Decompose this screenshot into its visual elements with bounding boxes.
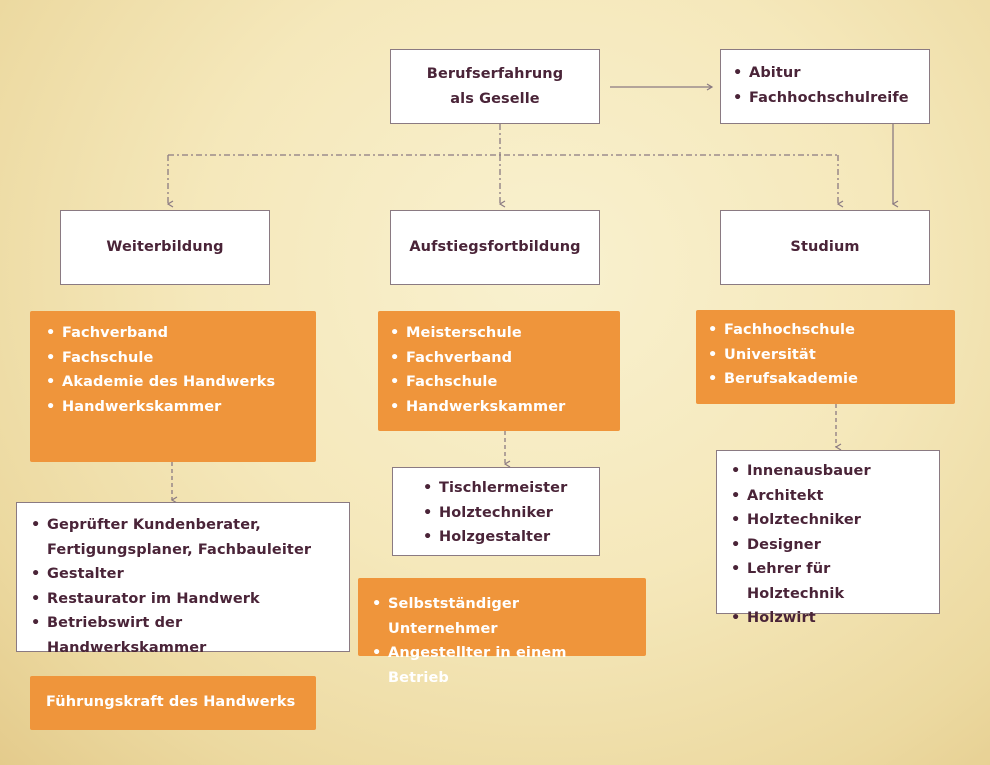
header-label: Aufstiegsfortbildung (409, 239, 581, 256)
header-label: Studium (790, 239, 860, 256)
outcome-item: Restaurator im Handwerk (31, 587, 335, 612)
institution-item: Fachhochschule (708, 318, 943, 343)
institution-item: Fachschule (390, 370, 608, 395)
qualifications-box: Abitur Fachhochschulreife (720, 49, 930, 124)
outcome-item: Architekt (731, 484, 927, 509)
outcome-item: Innenausbauer (731, 459, 927, 484)
institutions-aufstieg: Meisterschule Fachverband Fachschule Han… (378, 311, 620, 431)
outcome-item: Betriebswirt der Handwerkskammer (31, 611, 335, 660)
experience-line-1: Berufserfahrung (426, 66, 564, 82)
career-item: Angestellter in einem Betrieb (372, 641, 632, 690)
career-item: Selbstständiger Unternehmer (372, 592, 632, 641)
outcome-item: Tischlermeister (423, 476, 587, 501)
header-studium: Studium (720, 210, 930, 285)
outcome-item: Holztechniker (731, 508, 927, 533)
outcome-item: Holzgestalter (423, 525, 587, 550)
institutions-studium: Fachhochschule Universität Berufsakademi… (696, 310, 955, 404)
header-weiterbildung: Weiterbildung (60, 210, 270, 285)
header-aufstiegsfortbildung: Aufstiegsfortbildung (390, 210, 600, 285)
institution-item: Fachverband (46, 321, 300, 346)
institution-item: Fachschule (46, 346, 300, 371)
qualification-item: Fachhochschulreife (733, 86, 917, 111)
outcomes-weiterbildung: Geprüfter Kundenberater, Fertigungsplane… (16, 502, 350, 656)
institution-item: Universität (708, 343, 943, 368)
qualification-item: Abitur (733, 61, 917, 86)
institution-item: Handwerkskammer (390, 395, 608, 420)
outcomes-aufstieg: Tischlermeister Holztechniker Holzgestal… (392, 467, 600, 556)
outcomes-studium: Innenausbauer Architekt Holztechniker De… (716, 450, 940, 630)
experience-box: Berufserfahrung als Geselle (390, 49, 600, 124)
outcome-item: Holztechniker (423, 501, 587, 526)
outcome-item: Lehrer für Holztechnik (731, 557, 927, 606)
header-label: Weiterbildung (106, 239, 224, 256)
institution-item: Akademie des Handwerks (46, 370, 300, 395)
career-label: Führungskraft des Handwerks (46, 694, 296, 710)
outcome-item: Geprüfter Kundenberater, Fertigungsplane… (31, 513, 317, 562)
outcome-item: Holzwirt (731, 606, 927, 631)
institution-item: Handwerkskammer (46, 395, 300, 420)
careers-aufstieg: Selbstständiger Unternehmer Angestellter… (358, 578, 646, 686)
institutions-weiterbildung: Fachverband Fachschule Akademie des Hand… (30, 311, 316, 462)
outcome-item: Designer (731, 533, 927, 558)
career-weiterbildung: Führungskraft des Handwerks (30, 676, 316, 730)
institution-item: Fachverband (390, 346, 608, 371)
experience-line-2: als Geselle (450, 90, 540, 107)
institution-item: Meisterschule (390, 321, 608, 346)
outcome-item: Gestalter (31, 562, 335, 587)
institution-item: Berufsakademie (708, 367, 943, 392)
